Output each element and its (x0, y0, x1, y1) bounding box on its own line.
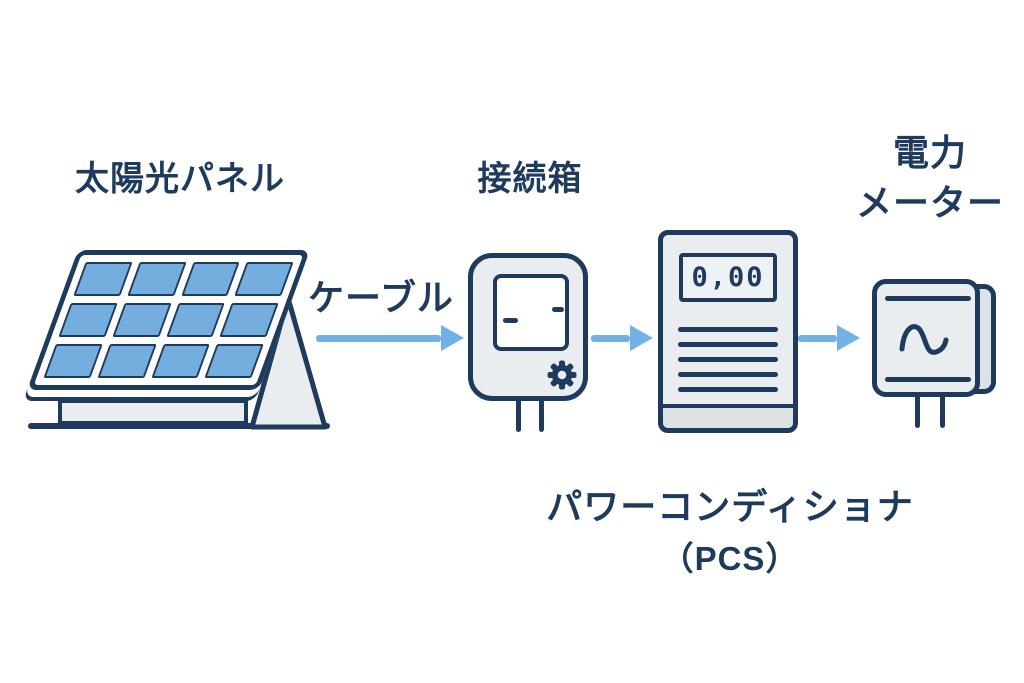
power-meter-label-line1: 電力 (892, 132, 967, 173)
power-meter-label: 電力 メーター (845, 128, 1015, 228)
solar-panel-base (58, 399, 248, 425)
junction-box-icon (468, 253, 588, 401)
power-meter-icon (872, 279, 980, 397)
solar-panel-label: 太陽光パネル (75, 160, 285, 198)
junction-box-leg (539, 400, 544, 432)
flow-arrow-junction-to-pcs (591, 325, 653, 351)
pcs-label: パワーコンディショナ （PCS） (520, 481, 940, 585)
pcs-vent-line (678, 327, 778, 332)
pcs-vent-line (678, 387, 778, 392)
junction-box-display (493, 274, 569, 351)
gear-icon (547, 360, 577, 390)
pcs-base-strip (663, 404, 793, 428)
junction-box-label: 接続箱 (477, 160, 583, 198)
pcs-display: 0,00 (679, 253, 777, 302)
power-meter-leg (915, 395, 920, 428)
pcs-label-line2: （PCS） (660, 540, 800, 577)
pcs-vent-line (678, 342, 778, 347)
power-meter-leg (940, 395, 945, 428)
pcs-label-line1: パワーコンディショナ (546, 486, 914, 527)
power-meter-top-line (885, 296, 971, 301)
pcs-display-value: 0,00 (691, 262, 765, 293)
pcs-vent-line (678, 357, 778, 362)
junction-box-leg (516, 400, 521, 432)
power-meter-bottom-line (885, 377, 971, 382)
flow-arrow-pcs-to-meter (798, 325, 860, 351)
power-meter-label-line2: メーター (855, 182, 1004, 223)
solar-panel-support (249, 295, 328, 430)
sine-wave-icon (899, 324, 949, 355)
solar-panel-ground-line (28, 423, 330, 429)
pcs-vent-line (678, 372, 778, 377)
flow-arrow-panel-to-junction (316, 325, 464, 351)
pcs-unit-icon: 0,00 (658, 230, 798, 433)
cable-label: ケーブル (308, 277, 454, 318)
